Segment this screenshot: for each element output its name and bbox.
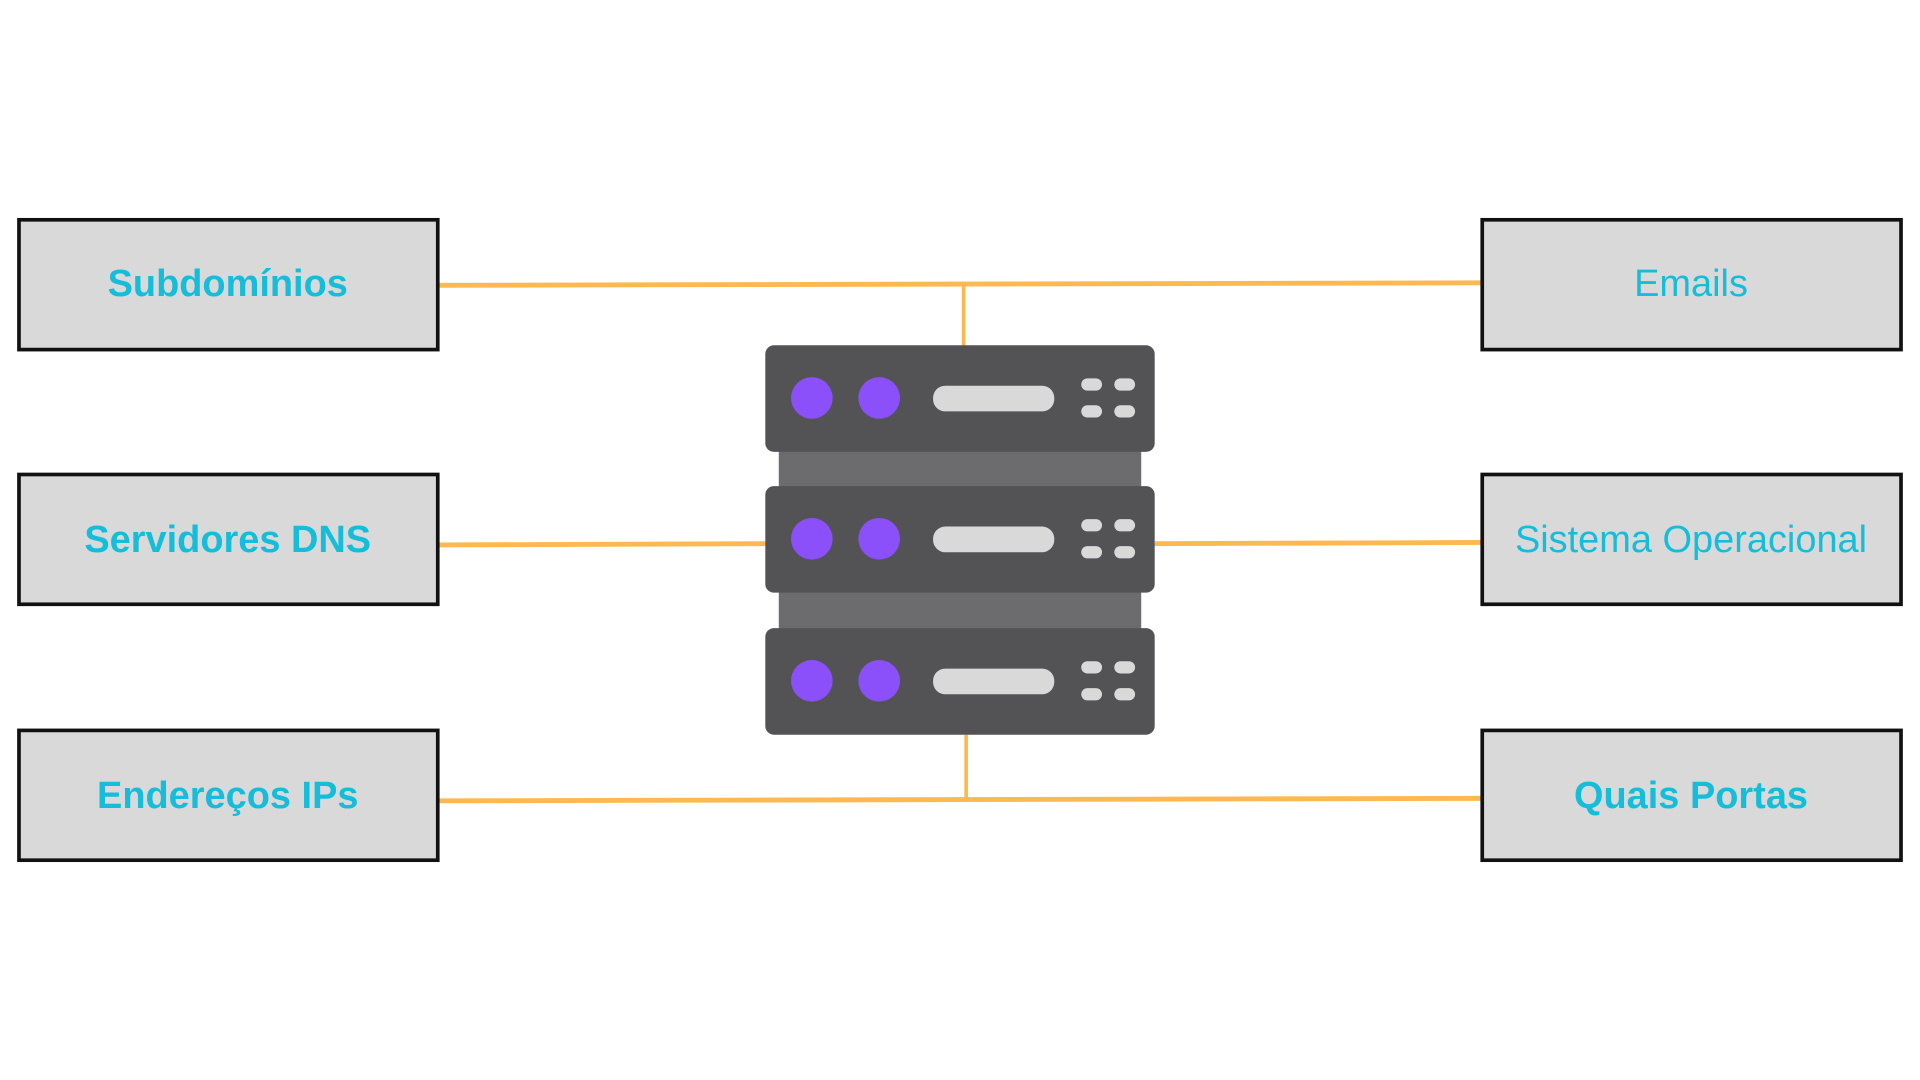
connector-top	[438, 280, 1482, 288]
server-unit-1	[765, 345, 1155, 452]
node-emails: Emails	[1480, 217, 1903, 352]
connectors	[438, 280, 1482, 804]
connector-bottom	[438, 795, 1482, 804]
node-subdominios: Subdomínios	[17, 217, 440, 352]
status-light-icon	[791, 377, 833, 419]
status-light-icon	[858, 517, 900, 560]
node-label: Quais Portas	[1574, 775, 1808, 817]
server-rack-icon	[765, 345, 1155, 735]
status-light-icon	[791, 517, 833, 560]
node-label: Subdomínios	[108, 263, 348, 305]
node-label: Sistema Operacional	[1515, 519, 1867, 561]
connector-mid-right	[1154, 540, 1482, 547]
node-label: Emails	[1634, 263, 1748, 305]
status-light-icon	[791, 660, 833, 702]
status-light-icon	[858, 660, 900, 702]
node-label: Servidores DNS	[84, 519, 371, 561]
server-unit-2	[765, 486, 1155, 593]
node-enderecos-ips: Endereços IPs	[17, 728, 440, 863]
node-servidores-dns: Servidores DNS	[17, 472, 440, 607]
node-quais-portas: Quais Portas	[1480, 728, 1903, 863]
status-light-icon	[858, 377, 900, 419]
node-label: Endereços IPs	[97, 775, 358, 817]
node-sistema-operacional: Sistema Operacional	[1480, 472, 1903, 607]
server-unit-3	[765, 628, 1155, 735]
connector-mid-left	[438, 541, 767, 548]
